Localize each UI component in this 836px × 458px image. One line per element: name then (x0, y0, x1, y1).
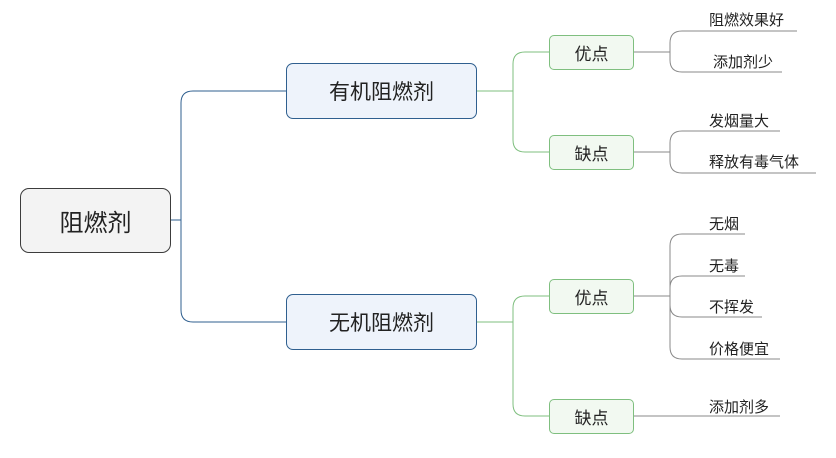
leaf-organic-con-2[interactable]: 释放有毒气体 (709, 153, 800, 171)
inorganic-link-1 (512, 322, 549, 417)
branch-inorganic[interactable]: 无机阻燃剂 (286, 294, 477, 350)
organic-pros-leaf-1 (669, 52, 782, 73)
organic-link-0 (512, 51, 549, 91)
sub-label: 优点 (574, 45, 609, 65)
organic-pros-node[interactable]: 优点 (549, 35, 634, 70)
leaf-inorganic-pro-1[interactable]: 无烟 (709, 215, 740, 233)
sub-label: 缺点 (574, 145, 609, 165)
root-label: 阻燃剂 (59, 209, 132, 237)
leaf-inorganic-pro-2[interactable]: 无毒 (709, 257, 740, 275)
leaf-organic-con-1[interactable]: 发烟量大 (709, 112, 770, 130)
inorganic-pros-leaf-0 (669, 233, 745, 296)
inorganic-pros-leaf-3 (669, 296, 780, 360)
inorganic-pros-node[interactable]: 优点 (549, 279, 634, 314)
root-link-1 (180, 220, 286, 323)
organic-cons-node[interactable]: 缺点 (549, 135, 634, 170)
branch-organic[interactable]: 有机阻燃剂 (286, 63, 477, 119)
organic-pros-leaf-0 (669, 30, 797, 52)
branch-label: 有机阻燃剂 (329, 80, 434, 104)
inorganic-pros-leaf-1 (669, 275, 745, 296)
branch-label: 无机阻燃剂 (329, 311, 434, 335)
leaf-organic-pro-2[interactable]: 添加剂少 (713, 53, 774, 71)
organic-link-1 (512, 91, 549, 153)
leaf-inorganic-pro-4[interactable]: 价格便宜 (709, 340, 770, 358)
organic-cons-leaf-1 (669, 152, 816, 174)
sub-label: 优点 (574, 289, 609, 309)
leaf-inorganic-pro-3[interactable]: 不挥发 (709, 298, 755, 316)
inorganic-link-0 (512, 295, 549, 322)
inorganic-cons-node[interactable]: 缺点 (549, 399, 634, 434)
organic-cons-leaf-0 (669, 130, 780, 152)
leaf-organic-pro-1[interactable]: 阻燃效果好 (709, 11, 785, 29)
sub-label: 缺点 (574, 409, 609, 429)
root-node[interactable]: 阻燃剂 (20, 188, 171, 253)
root-link-0 (180, 90, 286, 220)
leaf-inorganic-con-1[interactable]: 添加剂多 (709, 398, 770, 416)
